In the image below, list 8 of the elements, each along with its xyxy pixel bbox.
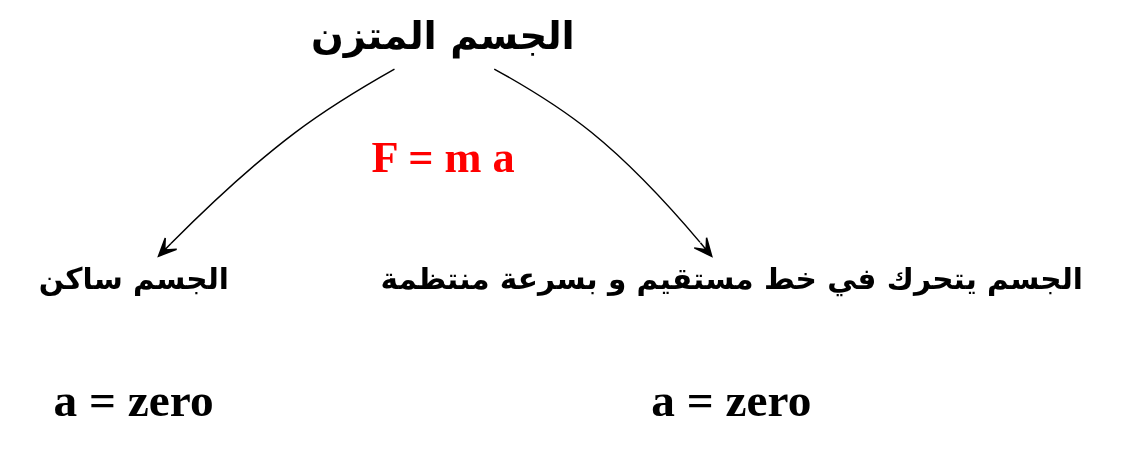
- arrow: [157, 68, 396, 257]
- arrow: [493, 68, 713, 258]
- node-text: الجسم يتحرك في خط مستقيم و بسرعة منتظمة: [380, 262, 1083, 297]
- label: F = m a: [371, 132, 515, 183]
- node-text: الجسم المتزن: [310, 13, 575, 59]
- label: a = zero: [53, 373, 214, 426]
- node-text: الجسم ساكن: [38, 262, 229, 297]
- label: a = zero: [651, 373, 812, 426]
